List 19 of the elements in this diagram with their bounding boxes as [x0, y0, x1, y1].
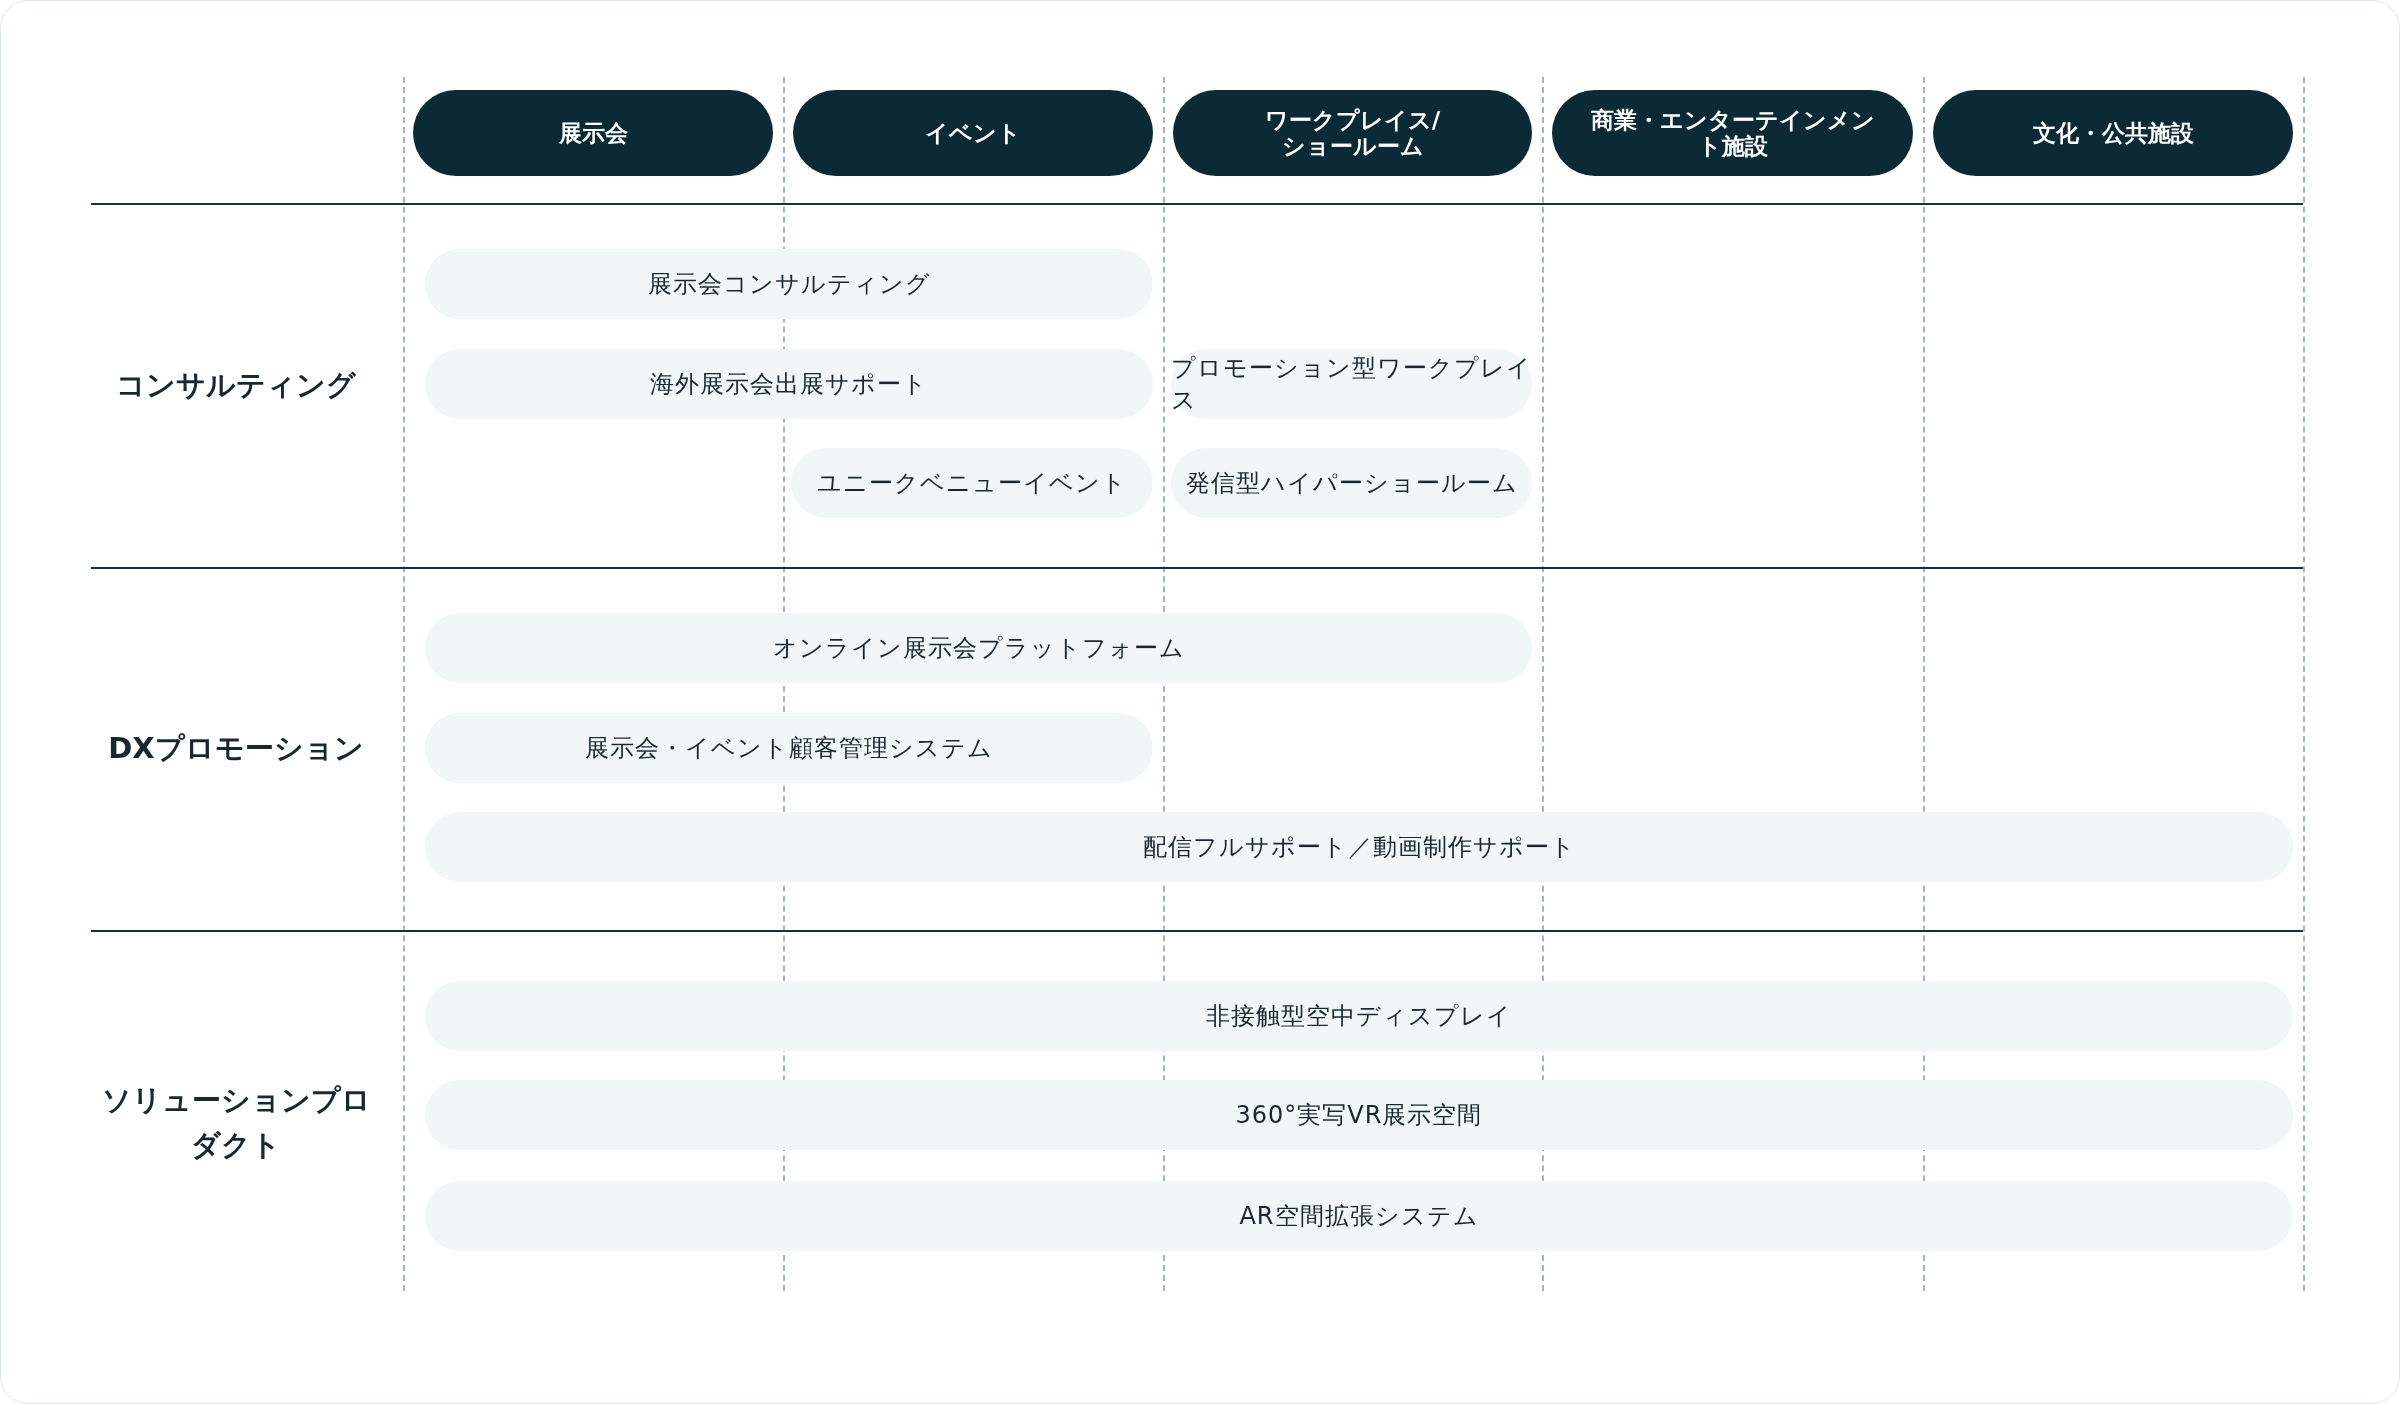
- service-bar: AR空間拡張システム: [425, 1181, 2293, 1251]
- column-header-pill: 文化・公共施設: [1933, 90, 2293, 176]
- row-label: コンサルティング: [115, 366, 357, 404]
- column-header-pill: イベント: [793, 90, 1153, 176]
- service-bar: 展示会コンサルティング: [425, 249, 1153, 319]
- service-bar: プロモーション型ワークプレイス: [1171, 349, 1532, 419]
- service-bar: 非接触型空中ディスプレイ: [425, 981, 2293, 1051]
- service-bar: 360°実写VR展示空間: [425, 1080, 2293, 1150]
- column-header-pill: 商業・エンターテインメント施設: [1552, 90, 1913, 176]
- service-bar: 発信型ハイパーショールーム: [1171, 448, 1532, 518]
- service-bar: ユニークベニューイベント: [791, 448, 1153, 518]
- service-bar: 展示会・イベント顧客管理システム: [425, 713, 1153, 783]
- row-label: DXプロモーション: [107, 729, 365, 767]
- service-bar: 海外展示会出展サポート: [425, 349, 1153, 419]
- service-bar: 配信フルサポート／動画制作サポート: [425, 812, 2293, 882]
- column-header-pill: ワークプレイス/ショールーム: [1173, 90, 1532, 176]
- service-bar: オンライン展示会プラットフォーム: [425, 613, 1532, 683]
- column-header-pill: 展示会: [413, 90, 773, 176]
- row-label: ソリューションプロダクト: [100, 1082, 372, 1164]
